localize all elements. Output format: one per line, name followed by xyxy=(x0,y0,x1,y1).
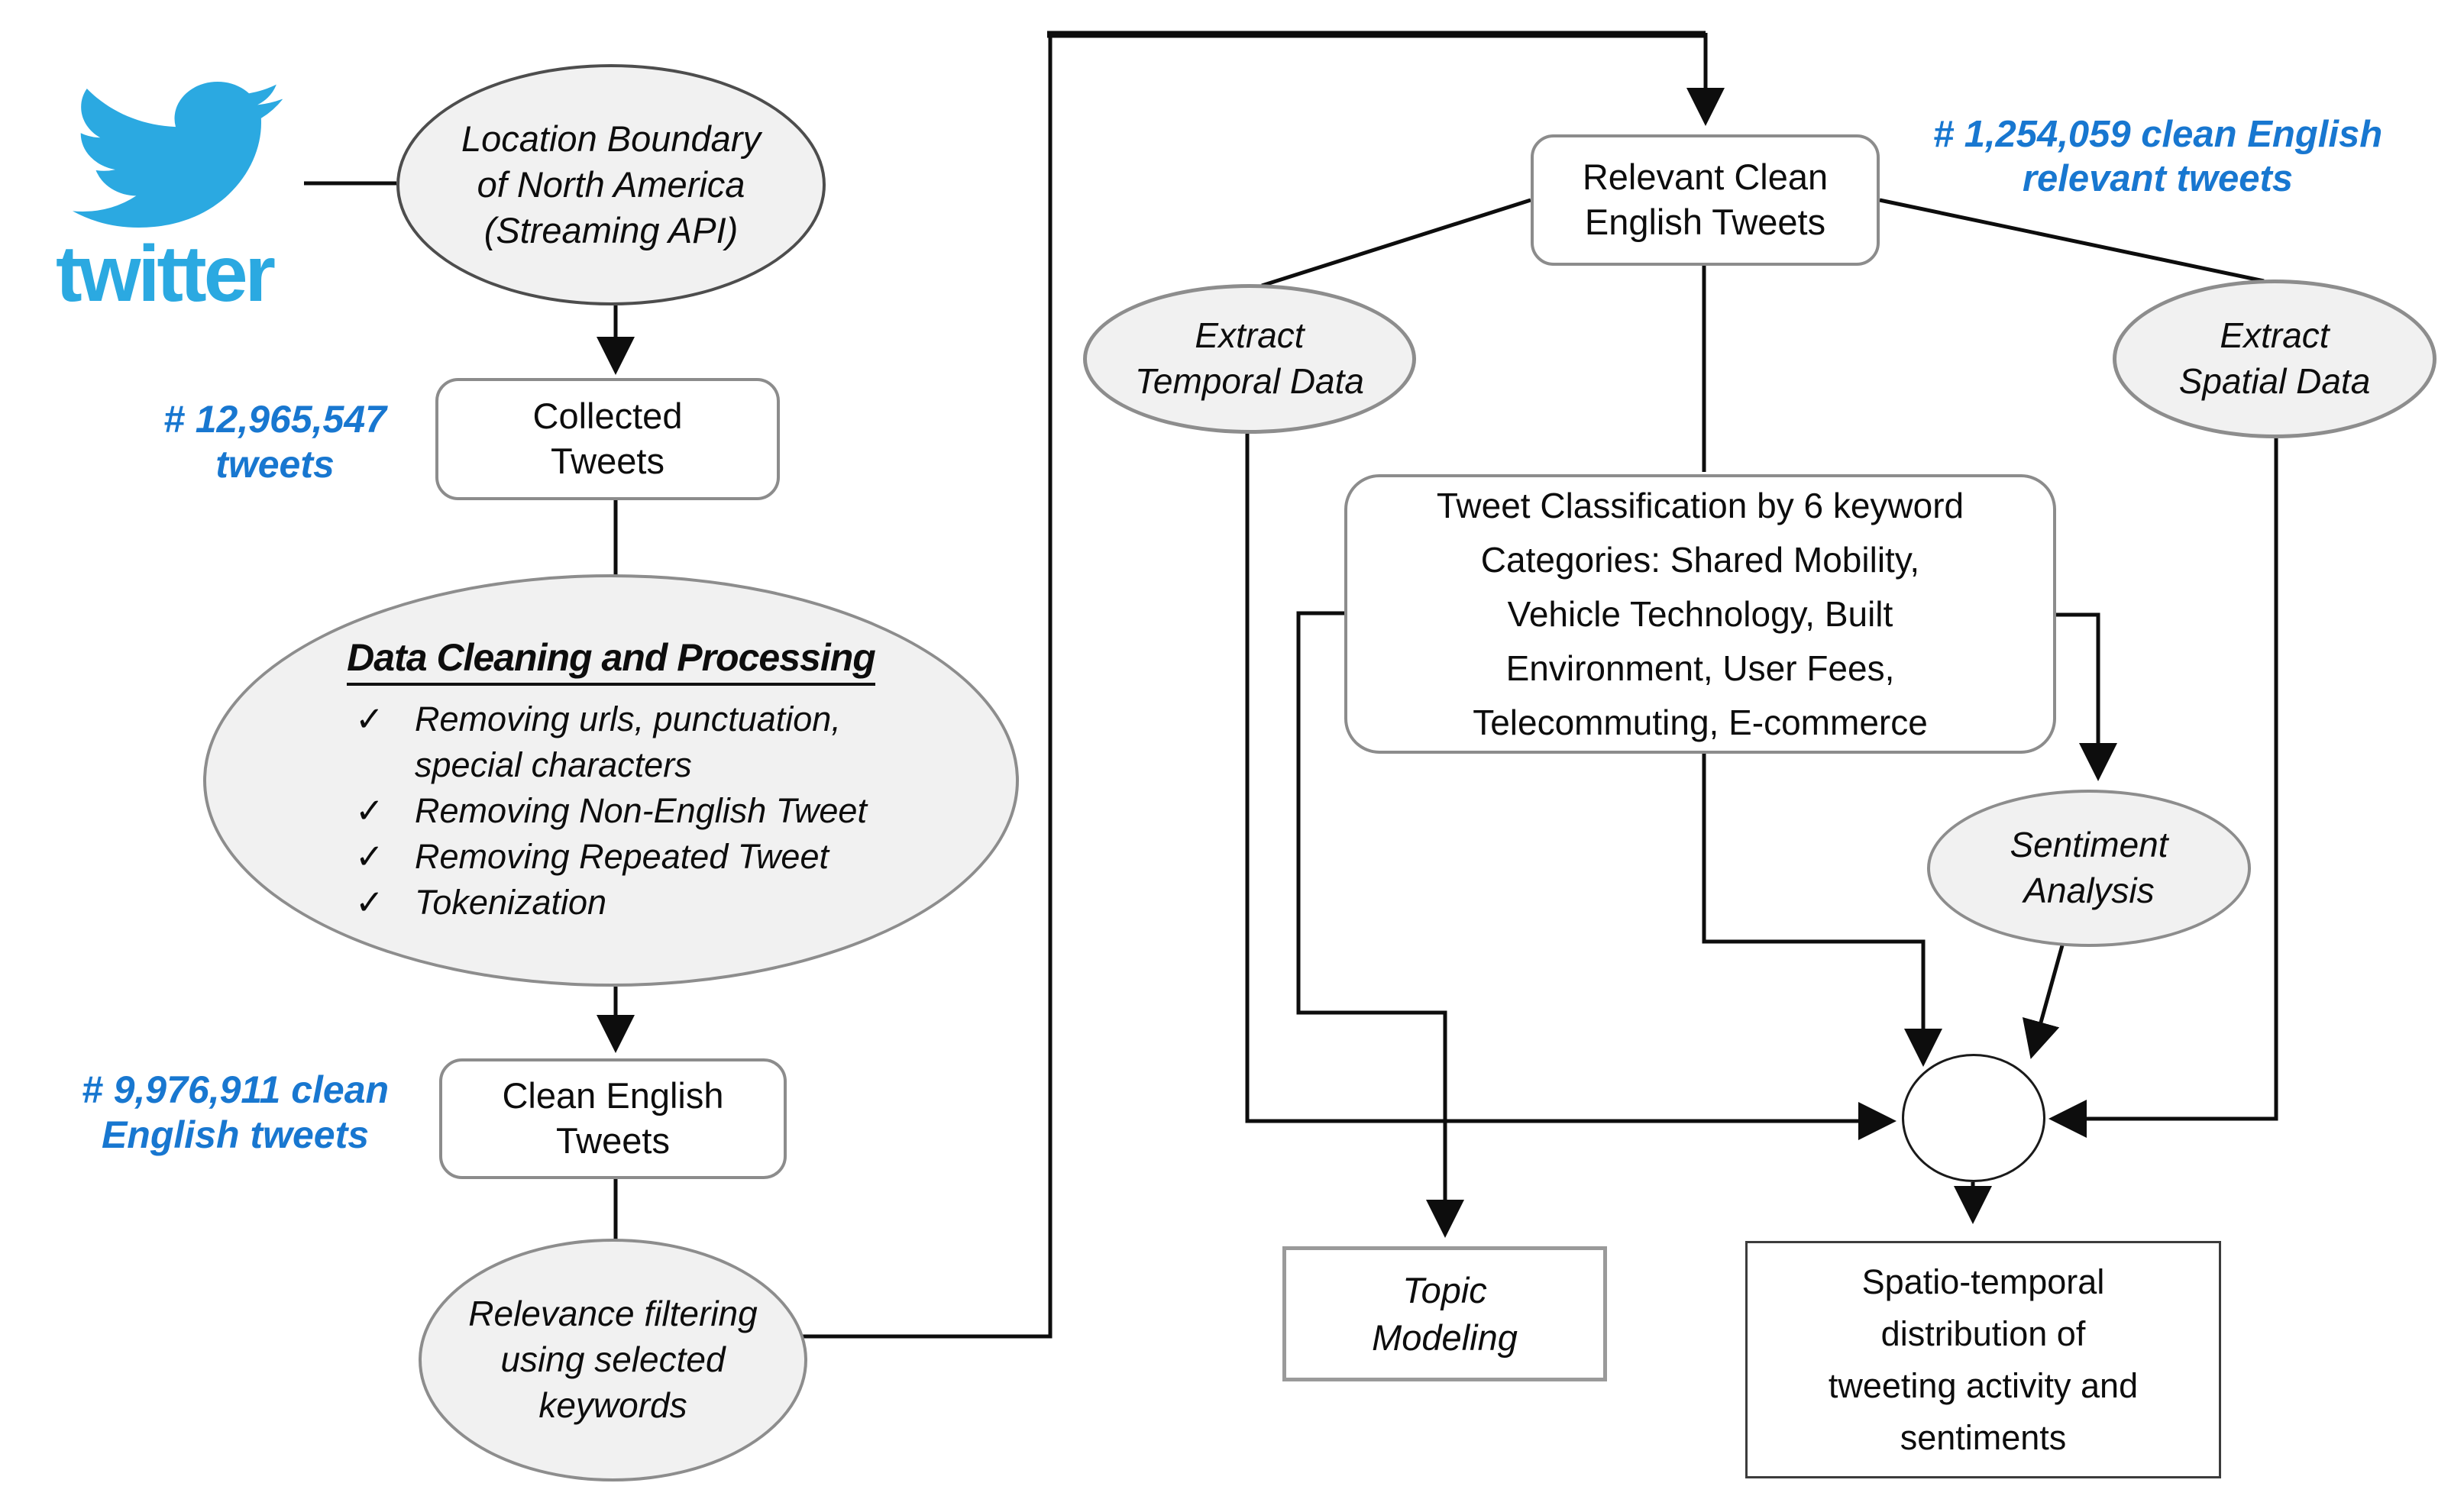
annotation-line: # 9,976,911 clean xyxy=(81,1068,390,1111)
node-relevant-clean-english-tweets: Relevant Clean English Tweets xyxy=(1531,134,1880,266)
node-label-line: Analysis xyxy=(2023,871,2155,910)
annotation-line: English tweets xyxy=(101,1113,370,1156)
annotation-line: relevant tweets xyxy=(2022,157,2294,199)
annotation-relevant-count: # 1,254,059 clean English relevant tweet… xyxy=(1871,113,2444,202)
node-label-line: Tweet Classification by 6 keyword xyxy=(1436,485,1964,525)
node-sentiment-analysis: Sentiment Analysis xyxy=(1927,790,2251,947)
node-collected-tweets: Collected Tweets xyxy=(435,378,780,500)
annotation-clean-count: # 9,976,911 clean English tweets xyxy=(37,1068,434,1158)
list-item: ✓ Removing Non-English Tweet xyxy=(355,788,867,834)
edge-tweetclass-to-junction xyxy=(1702,754,1942,1067)
edge-spatial-to-junction xyxy=(2048,437,2278,1138)
node-label-line: of North America xyxy=(477,164,745,205)
node-label-line: distribution of xyxy=(1880,1313,2086,1353)
edge-tweetclass-to-sentiment xyxy=(2056,612,2117,781)
data-cleaning-title: Data Cleaning and Processing xyxy=(347,635,876,687)
checkmark-icon: ✓ xyxy=(355,882,384,922)
checkmark-icon: ✓ xyxy=(355,791,384,831)
node-label-line: Collected xyxy=(532,396,683,437)
edge-relevance-riser xyxy=(798,36,1053,1339)
list-item-line: Tokenization xyxy=(415,882,607,922)
node-extract-temporal-data: Extract Temporal Data xyxy=(1083,284,1416,434)
node-label-line: Clean English xyxy=(502,1075,724,1116)
annotation-line: tweets xyxy=(215,443,335,486)
node-data-cleaning: Data Cleaning and Processing ✓ Removing … xyxy=(203,574,1019,987)
node-label-line: Relevance filtering xyxy=(468,1294,758,1334)
node-label-line: Extract xyxy=(1195,315,1305,356)
list-item: ✓ Removing Repeated Tweet xyxy=(355,834,829,880)
node-location-boundary: Location Boundary of North America (Stre… xyxy=(396,64,826,305)
node-label-line: Modeling xyxy=(1372,1317,1518,1358)
list-item: ✓ Removing urls, punctuation, special ch… xyxy=(355,696,841,788)
node-topic-modeling: Topic Modeling xyxy=(1282,1246,1607,1381)
twitter-bird-icon xyxy=(73,81,283,228)
edge-relevant-to-spatial xyxy=(1879,198,2265,283)
node-tweet-classification: Tweet Classification by 6 keyword Catego… xyxy=(1344,474,2056,754)
node-label-line: Relevant Clean xyxy=(1582,157,1829,198)
data-cleaning-list: ✓ Removing urls, punctuation, special ch… xyxy=(355,696,867,925)
node-label-line: Tweets xyxy=(556,1120,670,1161)
edge-tweetclass-to-topic xyxy=(1296,611,1464,1238)
edge-relevant-to-temporal xyxy=(1261,198,1531,288)
node-label-line: English Tweets xyxy=(1584,202,1826,242)
edge-temporal-to-junction xyxy=(1245,434,1897,1140)
node-label-line: tweeting activity and xyxy=(1828,1365,2139,1405)
node-spatio-temporal-distribution: Spatio-temporal distribution of tweeting… xyxy=(1745,1241,2221,1478)
node-label-line: Telecommuting, E-commerce xyxy=(1473,702,1928,742)
list-item-line: Removing Repeated Tweet xyxy=(415,836,829,876)
node-label-line: Spatio-temporal xyxy=(1861,1262,2105,1301)
checkmark-icon: ✓ xyxy=(355,836,384,876)
node-extract-spatial-data: Extract Spatial Data xyxy=(2113,279,2437,438)
list-item-line: Removing Non-English Tweet xyxy=(415,791,867,831)
node-label-line: Topic xyxy=(1402,1270,1487,1311)
list-item: ✓ Tokenization xyxy=(355,880,606,926)
merge-junction-circle xyxy=(1902,1054,2045,1182)
node-label-line: Spatial Data xyxy=(2178,361,2371,401)
node-label-line: Tweets xyxy=(551,441,665,481)
annotation-line: # 1,254,059 clean English xyxy=(1932,114,2383,155)
annotation-collected-count: # 12,965,547 tweets xyxy=(107,397,443,487)
edge-sentiment-to-junction xyxy=(2022,945,2065,1059)
list-item-line: Removing urls, punctuation, xyxy=(415,700,841,739)
node-label-line: Vehicle Technology, Built xyxy=(1507,593,1893,634)
node-clean-english-tweets: Clean English Tweets xyxy=(439,1058,787,1179)
node-label-line: Location Boundary xyxy=(461,118,761,160)
node-label-line: Categories: Shared Mobility, xyxy=(1480,539,1920,580)
node-label-line: Sentiment xyxy=(2010,825,2168,865)
node-label-line: using selected xyxy=(500,1339,726,1380)
node-label-line: Temporal Data xyxy=(1134,361,1364,401)
node-label-line: sentiments xyxy=(1900,1417,2067,1457)
checkmark-icon: ✓ xyxy=(355,700,384,739)
node-label-line: keywords xyxy=(538,1385,687,1425)
node-label-line: (Streaming API) xyxy=(483,209,739,250)
twitter-wordmark: twitter xyxy=(56,230,276,318)
node-label-line: Extract xyxy=(2220,315,2330,356)
node-label-line: Environment, User Fees, xyxy=(1505,648,1895,688)
annotation-line: # 12,965,547 xyxy=(163,398,386,441)
list-item-line: special characters xyxy=(415,745,692,785)
node-relevance-filtering: Relevance filtering using selected keywo… xyxy=(419,1239,807,1481)
